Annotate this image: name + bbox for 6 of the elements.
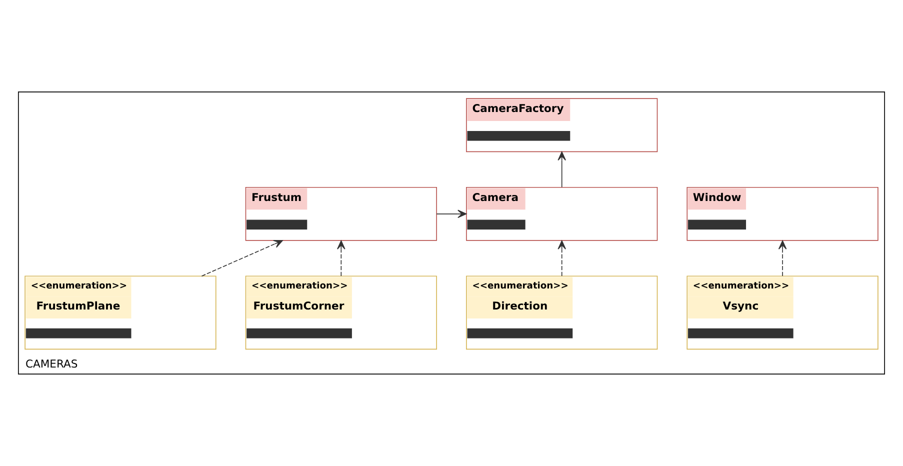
arrow [558, 152, 566, 188]
arrow [778, 240, 787, 276]
arrow [201, 240, 283, 276]
arrow [558, 240, 566, 276]
arrow [337, 240, 346, 276]
arrow [436, 210, 467, 218]
